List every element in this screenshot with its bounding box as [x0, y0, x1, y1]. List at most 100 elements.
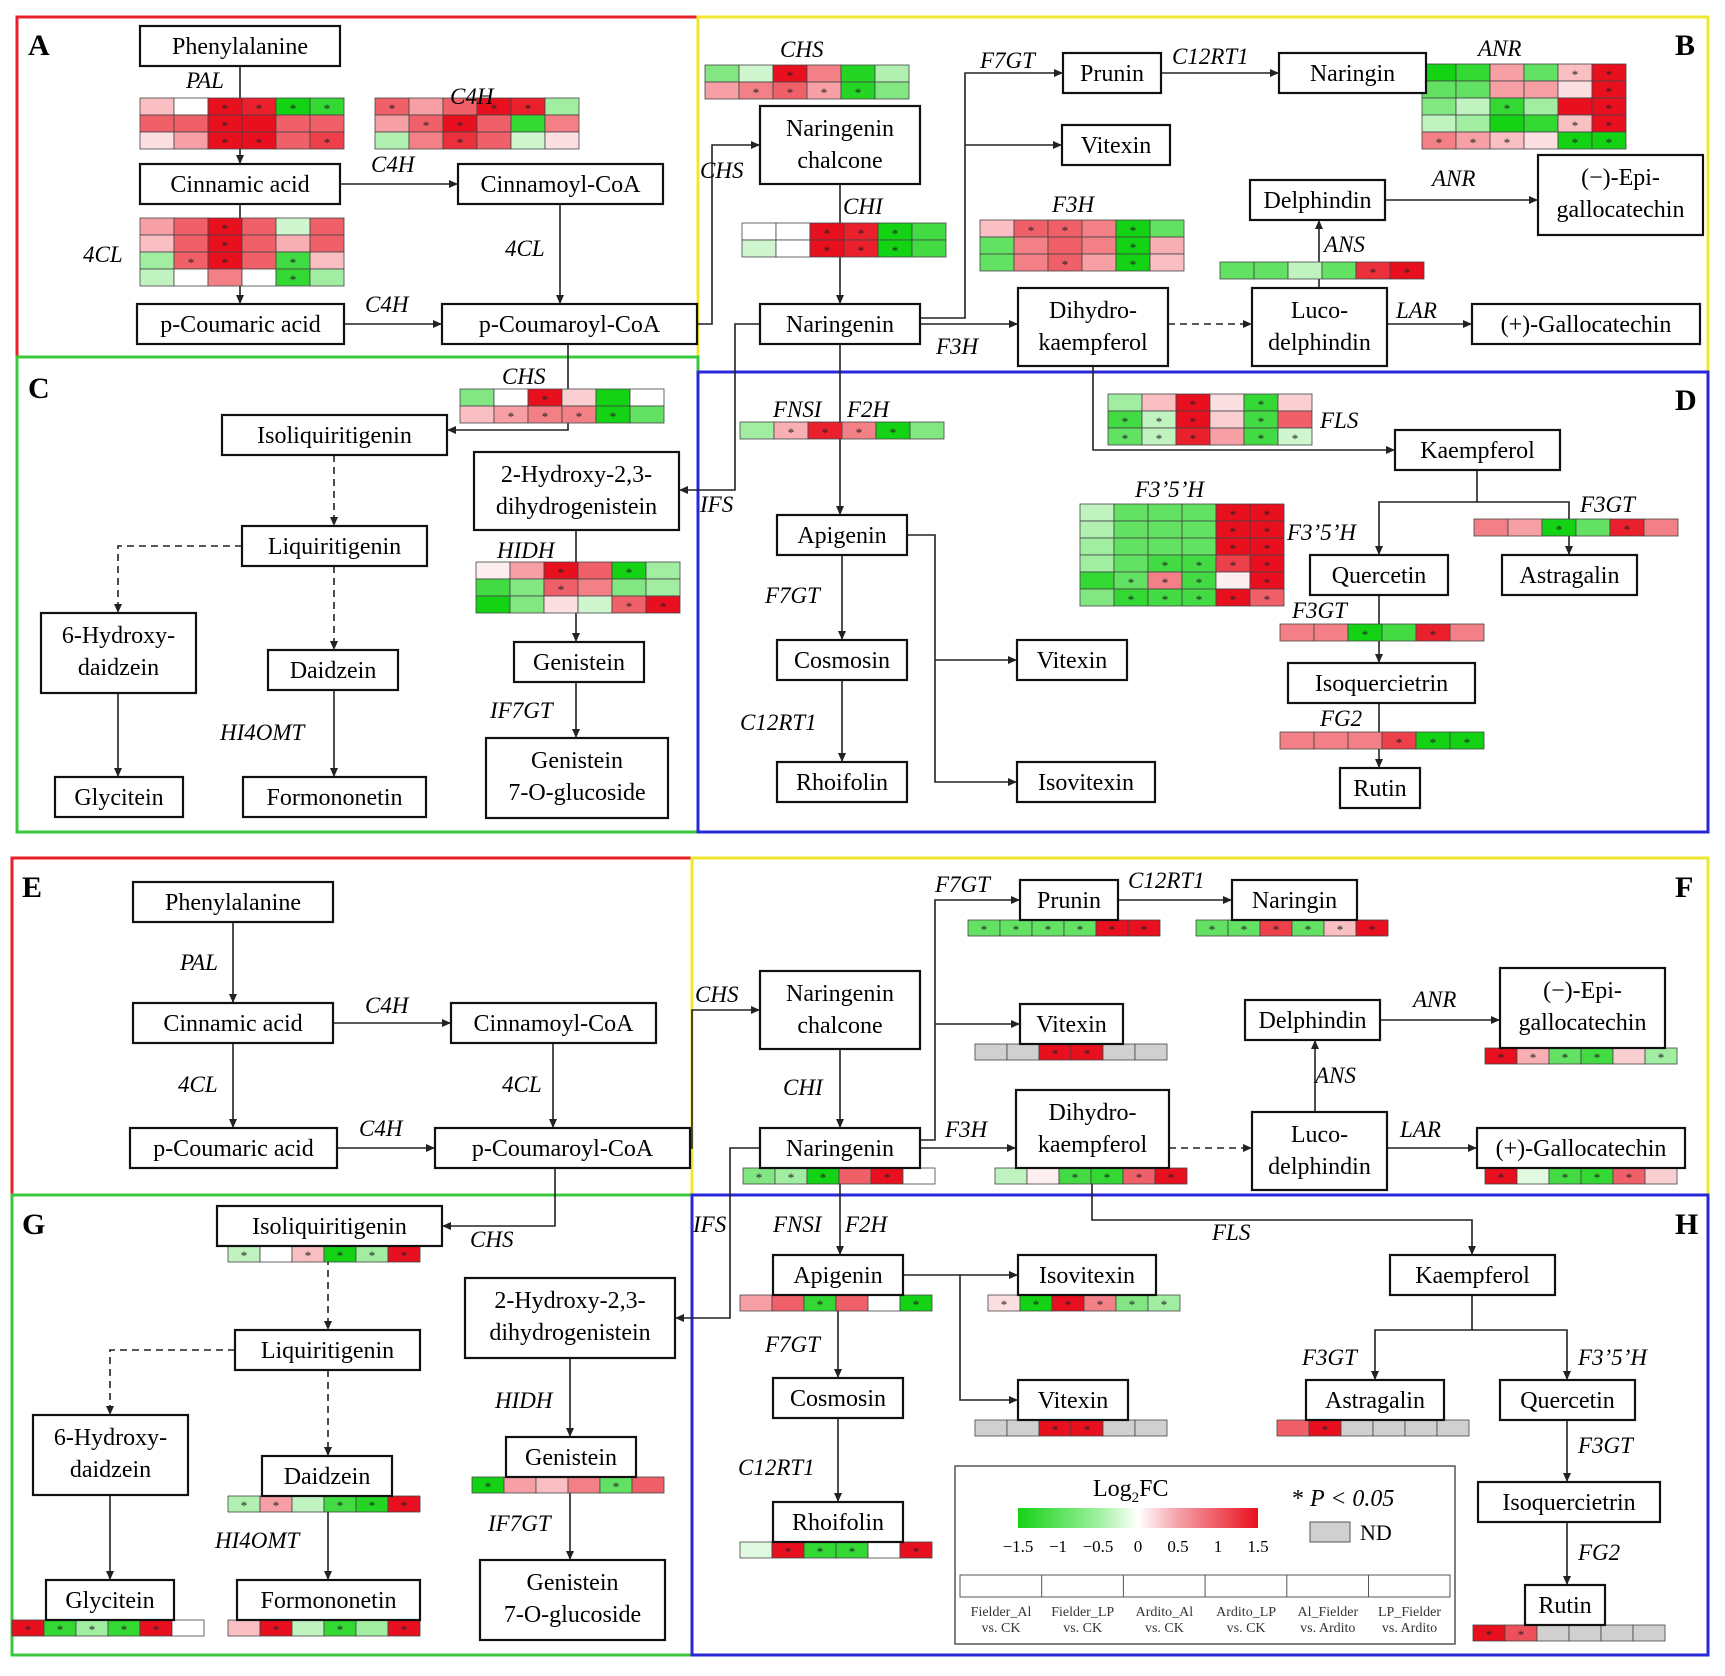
heatmap-cell — [1277, 393, 1313, 412]
heatmap-cell — [1449, 623, 1485, 642]
significance-mark: * — [1606, 84, 1613, 99]
metabolite-label: gallocatechin — [1519, 1010, 1647, 1036]
heatmap-ans_top: ** — [1219, 261, 1425, 280]
heatmap-cell — [1489, 63, 1525, 82]
enzyme-label-f3h: F3H — [944, 1117, 989, 1142]
significance-mark: * — [1156, 431, 1163, 446]
significance-mark: * — [1264, 524, 1271, 539]
significance-mark: * — [222, 238, 229, 253]
metabolite-label: (+)-Gallocatechin — [1496, 1136, 1667, 1162]
heatmap-cell — [1277, 410, 1313, 429]
heatmap-cell — [1047, 236, 1083, 255]
heatmap-cell — [775, 239, 811, 258]
legend-comparison-sub: vs. CK — [1227, 1621, 1266, 1636]
significance-mark: * — [1168, 1170, 1175, 1185]
metabolite-label: Isovitexin — [1038, 770, 1134, 796]
heatmap-cell — [544, 97, 580, 116]
legend-comparison-sub: vs. CK — [982, 1621, 1021, 1636]
metabolite-label: delphindin — [1268, 330, 1371, 356]
enzyme-label-fnsi: FNSI — [772, 1212, 823, 1237]
significance-mark: * — [787, 68, 794, 83]
significance-mark: * — [824, 226, 831, 241]
heatmap-cell — [1279, 623, 1315, 642]
metabolite-box: Cinnamoyl-CoA — [449, 1001, 658, 1045]
heatmap-cell — [1404, 1419, 1438, 1437]
significance-mark: * — [913, 1544, 920, 1559]
metabolite-label: Liquiritigenin — [268, 534, 401, 560]
metabolite-label: Dihydro- — [1049, 1100, 1137, 1126]
heatmap-4cl: ****** — [139, 217, 345, 287]
pathway-arrow — [1371, 1295, 1473, 1380]
metabolite-box: Apigenin — [775, 513, 909, 557]
heatmap-isovitexin_h: ****** — [987, 1294, 1181, 1312]
significance-mark: * — [1162, 592, 1169, 607]
heatmap-cell — [874, 64, 910, 83]
pathway-arrow — [920, 69, 1063, 319]
heatmap-cell — [561, 388, 597, 407]
heatmap-cell — [979, 236, 1015, 255]
enzyme-label-chs: CHS — [780, 37, 824, 62]
significance-mark: * — [1530, 1050, 1537, 1065]
significance-mark: * — [369, 1248, 376, 1263]
heatmap-cell — [476, 114, 512, 133]
enzyme-label-if7gt: IF7GT — [489, 698, 555, 723]
significance-mark: * — [613, 1479, 620, 1494]
metabolite-label: Isoliquiritigenin — [257, 423, 412, 449]
heatmap-cell — [544, 114, 580, 133]
metabolite-label: Genistein — [527, 1570, 619, 1596]
metabolite-box: Liquiritigenin — [233, 1328, 422, 1372]
significance-mark: * — [1258, 397, 1265, 412]
heatmap-cell — [775, 222, 811, 241]
significance-mark: * — [1606, 135, 1613, 150]
heatmap-apigenin_h: ** — [739, 1294, 933, 1312]
heatmap-cell — [259, 1245, 293, 1263]
metabolite-box: Glycitein — [44, 1578, 176, 1622]
heatmap-cell — [738, 64, 774, 83]
significance-mark: * — [1130, 240, 1137, 255]
heatmap-cell — [911, 222, 947, 241]
heatmap-cell — [139, 114, 175, 133]
significance-mark: * — [1230, 541, 1237, 556]
significance-mark: * — [1033, 1297, 1040, 1312]
heatmap-cell — [1449, 731, 1485, 750]
heatmap-cell — [1575, 518, 1611, 537]
significance-mark: * — [423, 118, 430, 133]
heatmap-f35h: ******************* — [1079, 503, 1285, 607]
metabolite-label: Cinnamic acid — [170, 172, 309, 198]
legend-nd-swatch — [1309, 1521, 1351, 1543]
heatmap-cell — [476, 131, 512, 150]
heatmap-cell — [1313, 623, 1349, 642]
metabolite-box: Vitexin — [1018, 1002, 1125, 1046]
heatmap-f3h: ****** — [979, 219, 1185, 272]
heatmap-cell — [1644, 1167, 1678, 1185]
metabolite-label: Delphindin — [1264, 188, 1372, 214]
metabolite-box: Isovitexin — [1015, 760, 1157, 804]
legend-tick: 1 — [1214, 1537, 1223, 1556]
pathway-arrow — [1472, 1329, 1571, 1380]
significance-mark: * — [121, 1622, 128, 1637]
metabolite-box: Dihydro-kaempferol — [1016, 286, 1170, 368]
significance-mark: * — [1337, 922, 1344, 937]
metabolite-label: Naringenin — [786, 312, 894, 338]
heatmap-cell — [1381, 623, 1417, 642]
heatmap-cell — [1181, 503, 1217, 522]
panel-label-a: A — [28, 29, 50, 62]
panel-label-f: F — [1675, 871, 1693, 904]
metabolite-box: Daidzein — [266, 648, 400, 692]
heatmap-cell — [509, 561, 545, 580]
heatmap-cell — [509, 578, 545, 597]
heatmap-cell — [1079, 588, 1115, 607]
significance-mark: * — [1052, 1046, 1059, 1061]
significance-mark: * — [1264, 507, 1271, 522]
heatmap-daidzein_g: ***** — [227, 1495, 421, 1513]
heatmap-c4h_top: ****** — [374, 97, 580, 150]
significance-mark: * — [290, 101, 297, 116]
significance-mark: * — [273, 1622, 280, 1637]
metabolite-box: Quercetin — [1498, 1378, 1637, 1422]
metabolite-label: Liquiritigenin — [261, 1338, 394, 1364]
pathway-arrow — [1091, 1168, 1476, 1255]
heatmap-cell — [741, 222, 777, 241]
significance-mark: * — [401, 1248, 408, 1263]
